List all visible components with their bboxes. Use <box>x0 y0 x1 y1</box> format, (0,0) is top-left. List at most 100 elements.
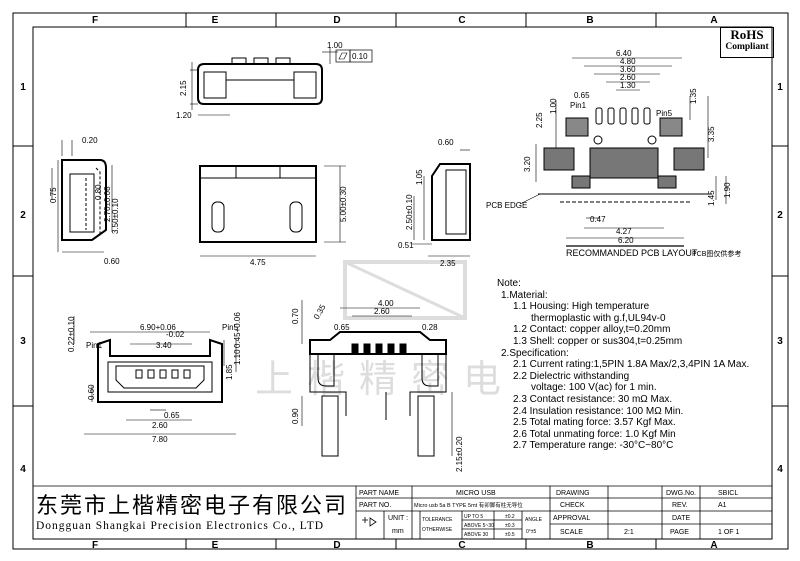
date-label: DATE <box>672 515 690 522</box>
zone-row-label: 2 <box>20 210 26 221</box>
zone-col-label: A <box>710 540 717 551</box>
company-block: 东莞市上楷精密电子有限公司 Dongguan Shangkai Precisio… <box>36 488 356 532</box>
note-line: 2.6 Total unmating force: 1.0 Kgf Min <box>513 428 676 440</box>
dim-label: 6.20 <box>618 236 634 245</box>
dim-label: 1.35 <box>689 88 698 104</box>
zone-col-label: B <box>586 540 593 551</box>
dim-label: 7.80 <box>152 435 168 444</box>
pcb-layout-title: RECOMMANDED PCB LAYOUT <box>566 248 698 258</box>
note-line: 2.7 Temperature range: -30°C~80°C <box>513 440 674 452</box>
outer-frame <box>12 12 789 550</box>
dim-label: 4.00 <box>378 299 394 308</box>
dwg-label: DWG.No. <box>666 490 696 497</box>
unit-value: mm <box>392 528 404 535</box>
company-name-cn: 东莞市上楷精密电子有限公司 <box>36 494 349 519</box>
rev-value: A1 <box>718 502 727 509</box>
rohs-badge: RoHS Compliant <box>720 27 774 58</box>
approval-label: APPROVAL <box>553 515 590 522</box>
rohs-title: RoHS <box>730 27 764 42</box>
dim-label: 0.65 <box>574 91 590 100</box>
rohs-subtitle: Compliant <box>725 42 769 52</box>
dim-label: 0.60 <box>104 257 120 266</box>
drawing-label: DRAWING <box>556 490 590 497</box>
tol-val: ±0.2 <box>505 514 515 520</box>
zone-col-label: E <box>212 15 219 26</box>
dim-label: 2.25 <box>535 112 544 128</box>
zone-col-label: C <box>458 540 465 551</box>
note-line: voltage: 100 V(ac) for 1 min. <box>531 382 657 394</box>
pin-label: Pin1 <box>86 341 103 350</box>
check-label: CHECK <box>560 502 585 509</box>
dim-label: 0.60 <box>438 138 454 147</box>
tolerance-label: TOLERANCE <box>422 517 453 523</box>
note-line: 2.Specification: <box>501 347 569 359</box>
otherwise-label: OTHERWISE <box>422 527 453 533</box>
zone-col-label: D <box>333 540 340 551</box>
part-name-value: MICRO USB <box>456 490 496 497</box>
dim-label: 1.00 <box>549 98 558 114</box>
pcb-layout <box>519 57 727 247</box>
angle-label: ANGLE <box>525 517 543 523</box>
dim-label: 2.50±0.10 <box>405 194 414 230</box>
unit-label: UNIT : <box>388 515 408 522</box>
dim-label: 1.30 <box>620 81 636 90</box>
dim-label: 2.60 <box>152 421 168 430</box>
page-label: PAGE <box>670 529 689 536</box>
tol-row: UP TO 5 <box>464 514 483 520</box>
notes-title: Note: <box>497 278 521 289</box>
tol-val: ±0.5 <box>505 532 515 538</box>
note-line: 1.Material: <box>501 289 548 301</box>
dim-label: 0.10 <box>352 52 368 61</box>
dim-label: 2.35 <box>440 259 456 268</box>
dim-label: 0.20 <box>82 136 98 145</box>
note-line: 2.4 Insulation resistance: 100 MΩ Min. <box>513 405 684 417</box>
tol-val: ±0.3 <box>505 523 515 529</box>
right-side-view <box>412 149 471 257</box>
dim-label: 2.60 <box>374 307 390 316</box>
zone-col-label: C <box>458 15 465 26</box>
dim-label: 2.15 <box>179 80 188 96</box>
zone-row-label: 1 <box>777 82 783 93</box>
dim-label: 6.90+0.06 <box>140 323 176 332</box>
dim-label: 1.45 <box>707 190 716 206</box>
dim-label: 1.90 <box>723 182 732 198</box>
company-name-en: Dongguan Shangkai Precision Electronics … <box>36 520 325 532</box>
dim-label: 1.20 <box>176 111 192 120</box>
zone-row-label: 4 <box>777 464 783 475</box>
dim-label: 0.65 <box>334 323 350 332</box>
zone-row-label: 4 <box>20 464 26 475</box>
left-side-view <box>51 140 113 253</box>
note-line: 2.5 Total mating force: 3.57 Kgf Max. <box>513 417 676 429</box>
scale-value: 2:1 <box>624 529 634 536</box>
dim-label: 4.75 <box>250 258 266 267</box>
tol-row: ABOVE 5~30 <box>464 523 494 529</box>
tol-row: ABOVE 30 <box>464 532 488 538</box>
dim-label: 0.70 <box>291 308 300 324</box>
pin-label: Pin5 <box>222 323 239 332</box>
dim-label: 4.80 <box>620 57 636 66</box>
inner-frame <box>32 26 773 540</box>
dim-label: 0.80 <box>94 184 103 200</box>
scale-label: SCALE <box>560 529 583 536</box>
dim-label: 0.65 <box>164 411 180 420</box>
pin-label: Pin1 <box>570 101 587 110</box>
note-line: 2.3 Contact resistance: 30 mΩ Max. <box>513 393 673 405</box>
note-line: thermoplastic with g.f,UL94v-0 <box>531 312 666 324</box>
dim-label: 0.45+0.06 <box>233 312 242 348</box>
dim-label: 4.27 <box>616 227 632 236</box>
title-block <box>33 485 772 539</box>
dim-label: 0.75 <box>49 187 58 203</box>
dim-label: 0.28 <box>422 323 438 332</box>
dim-label: 0.47 <box>590 215 606 224</box>
part-no-value: Micro usb 5a B TYPE 5mt 有卯脚有柱无导位 <box>414 501 523 509</box>
pcb-layout-note: PCB图仅供参考 <box>692 249 741 258</box>
dim-label: 0.90 <box>291 408 300 424</box>
zone-row-label: 1 <box>20 82 26 93</box>
note-line: 2.2 Dielectric withstanding <box>513 370 630 382</box>
front-view <box>199 165 346 257</box>
dim-label: 2.60 <box>620 73 636 82</box>
notes-panel: Note: 1.Material: 1.1 Housing: High temp… <box>497 278 772 452</box>
dwg-value: SBICL <box>718 490 738 497</box>
zone-col-label: B <box>586 15 593 26</box>
